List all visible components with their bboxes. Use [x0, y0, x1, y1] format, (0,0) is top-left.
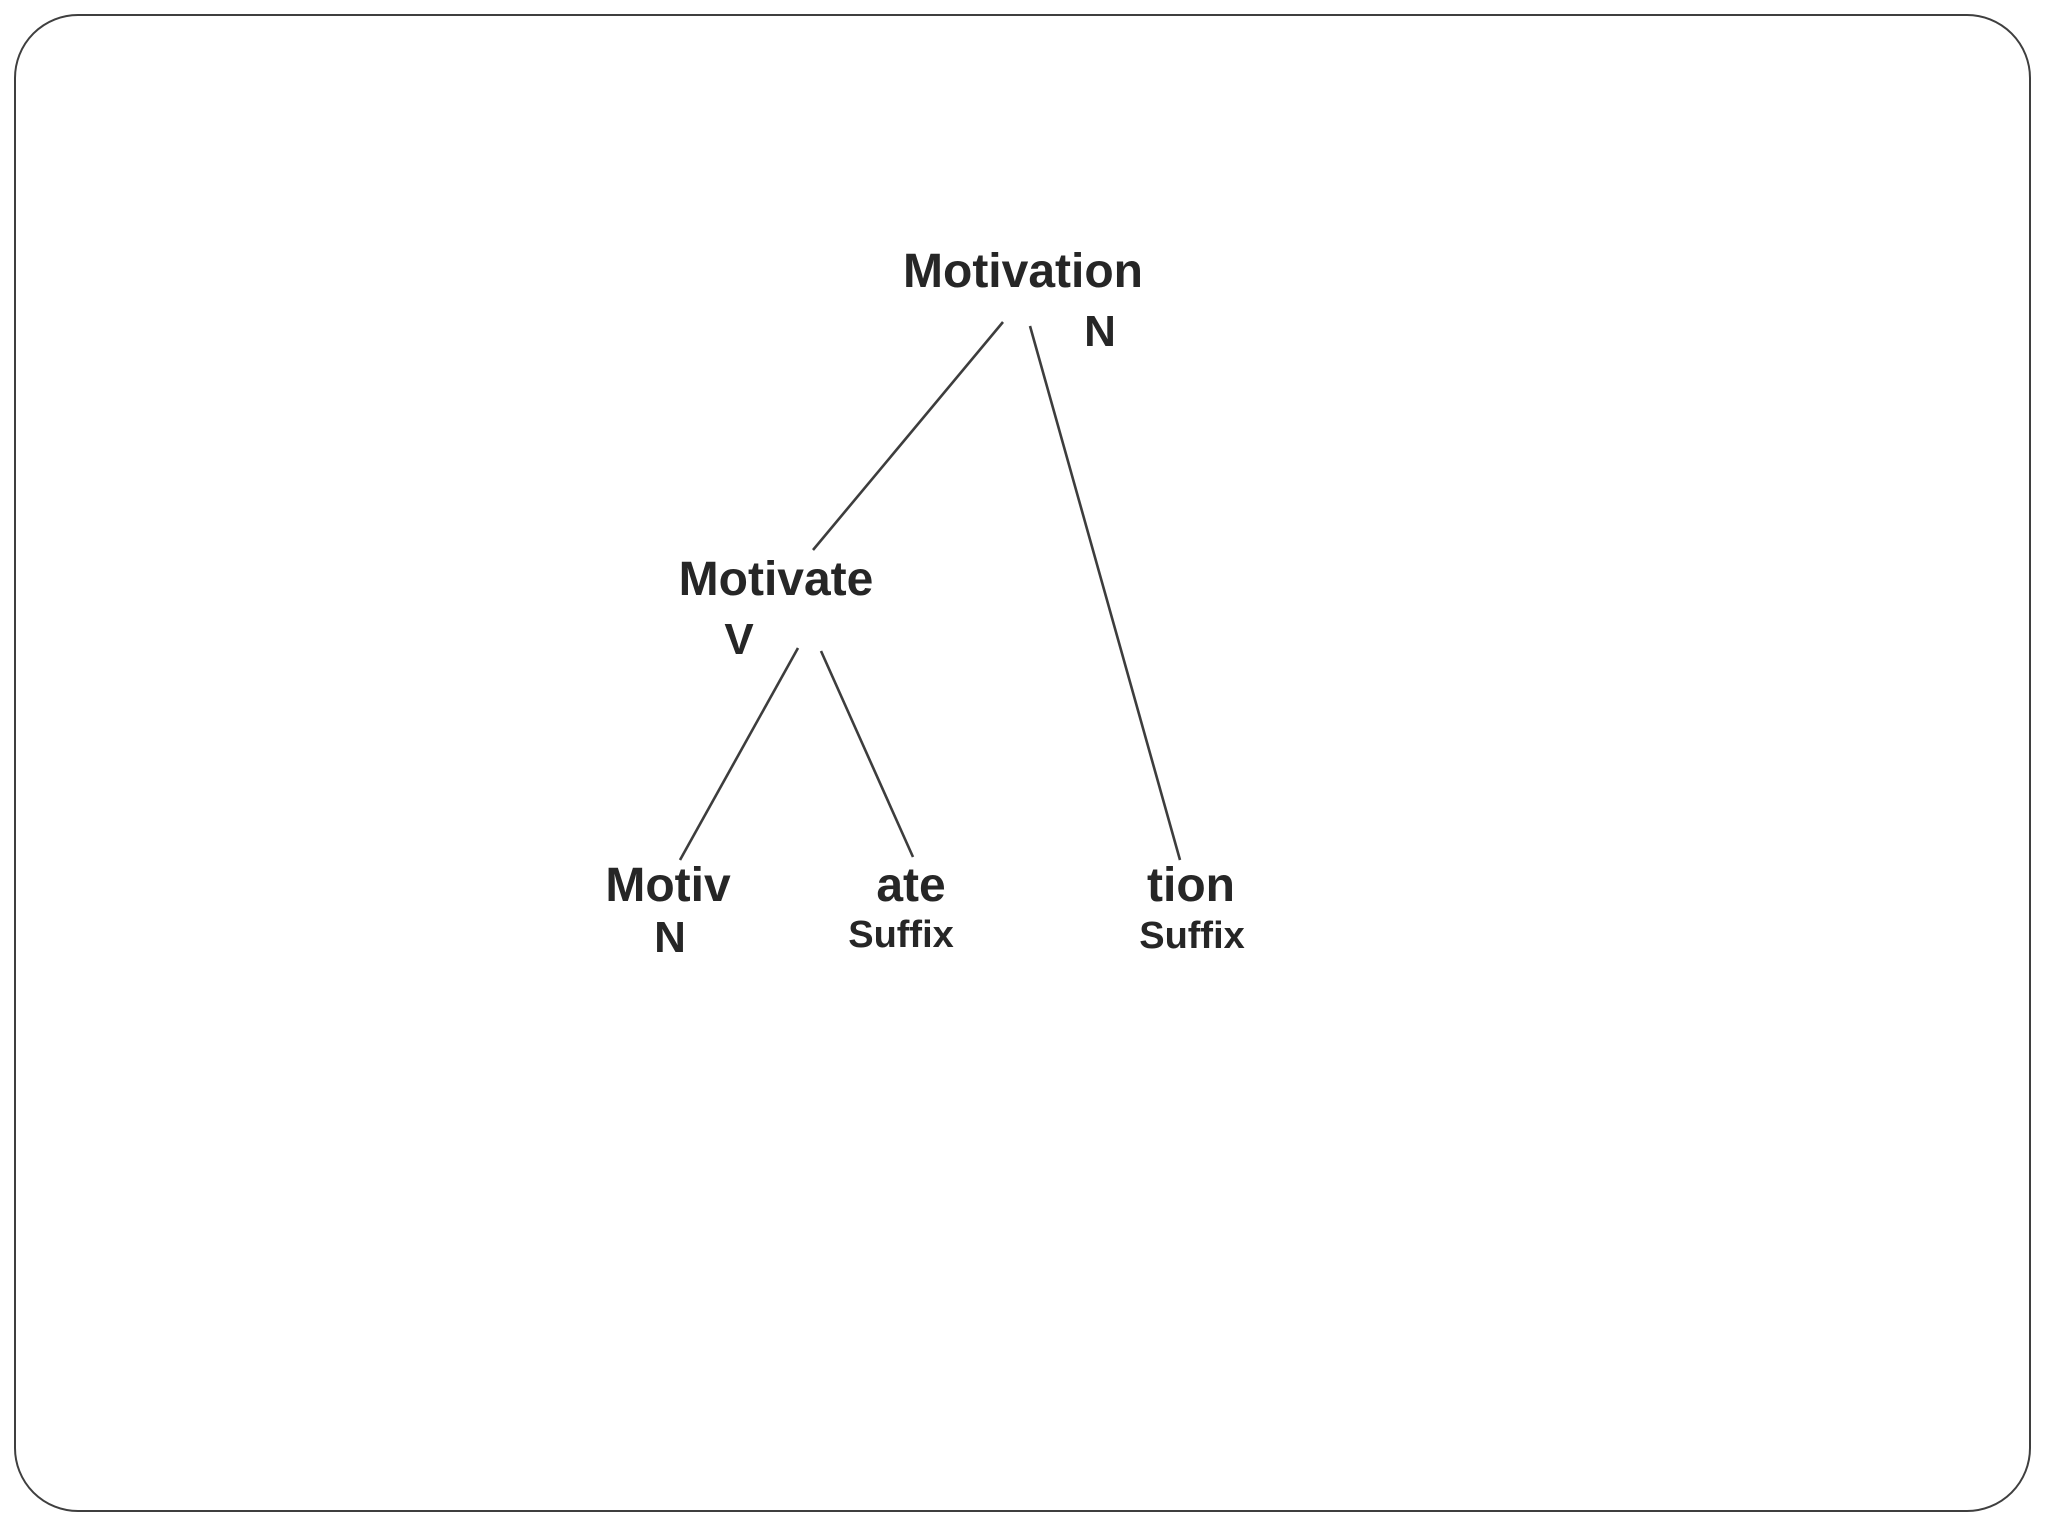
node-word-ate: ate [876, 859, 946, 912]
node-category-motiv: N [654, 913, 686, 962]
node-word-motivate: Motivate [678, 553, 874, 606]
node-category-tion: Suffix [1139, 915, 1245, 957]
node-category-motivation: N [1084, 307, 1116, 356]
node-word-motivation: Motivation [903, 245, 1143, 298]
node-category-ate: Suffix [848, 914, 954, 956]
slide-frame [14, 14, 2031, 1512]
node-word-tion: tion [1147, 859, 1235, 912]
node-word-motiv: Motiv [605, 859, 731, 912]
node-category-motivate: V [724, 615, 754, 664]
